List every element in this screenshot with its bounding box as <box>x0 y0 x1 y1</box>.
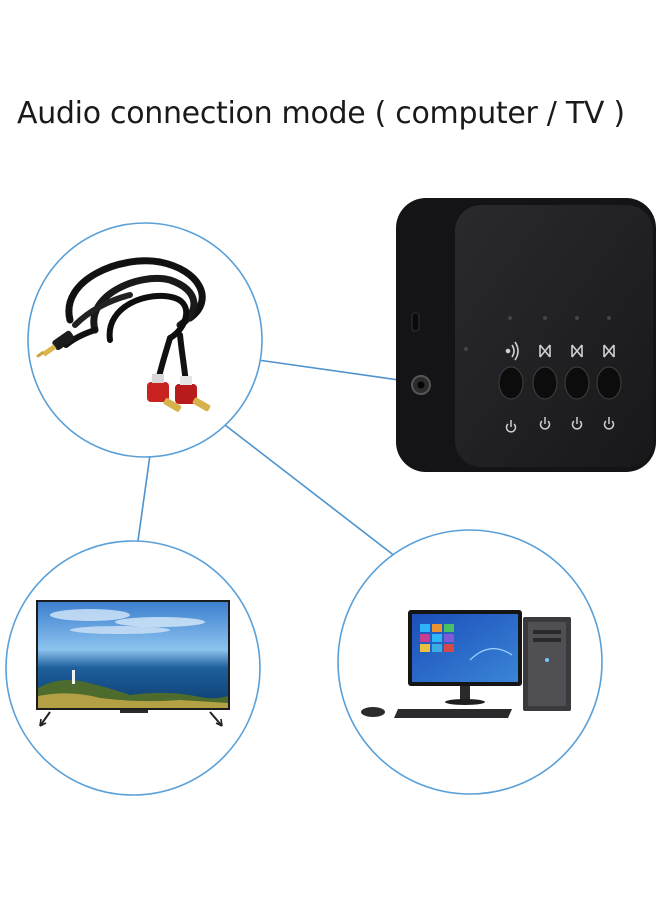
aux-plug <box>36 330 75 358</box>
wireless-icon <box>505 341 519 361</box>
tv-circle <box>5 540 261 796</box>
device-button-3 <box>564 366 590 400</box>
bluetooth-pair-icon-1 <box>539 344 551 358</box>
bluetooth-pair-icon-3 <box>603 344 615 358</box>
line-cable-to-computer <box>224 424 401 561</box>
connector-lines <box>136 359 421 561</box>
power-icon-3 <box>571 417 583 430</box>
desktop-computer-icon <box>361 610 571 718</box>
television-icon <box>36 600 230 727</box>
line-cable-to-device <box>257 359 421 384</box>
rca-plug-white <box>175 376 211 412</box>
computer-circle <box>337 529 603 795</box>
cable-circle <box>27 222 263 458</box>
line-cable-to-tv <box>136 454 151 549</box>
power-icon-2 <box>539 417 551 430</box>
rca-cable-icon <box>36 257 211 412</box>
device-button-4 <box>596 366 622 400</box>
power-icon-1 <box>505 420 517 433</box>
device-button-2 <box>532 366 558 400</box>
device-button-1 <box>498 366 524 400</box>
page-heading: Audio connection mode ( computer / TV ) <box>17 96 625 131</box>
bluetooth-transmitter-device <box>396 198 656 472</box>
bluetooth-pair-icon-2 <box>571 344 583 358</box>
rca-plug-red <box>147 374 182 412</box>
power-icon-4 <box>603 417 615 430</box>
